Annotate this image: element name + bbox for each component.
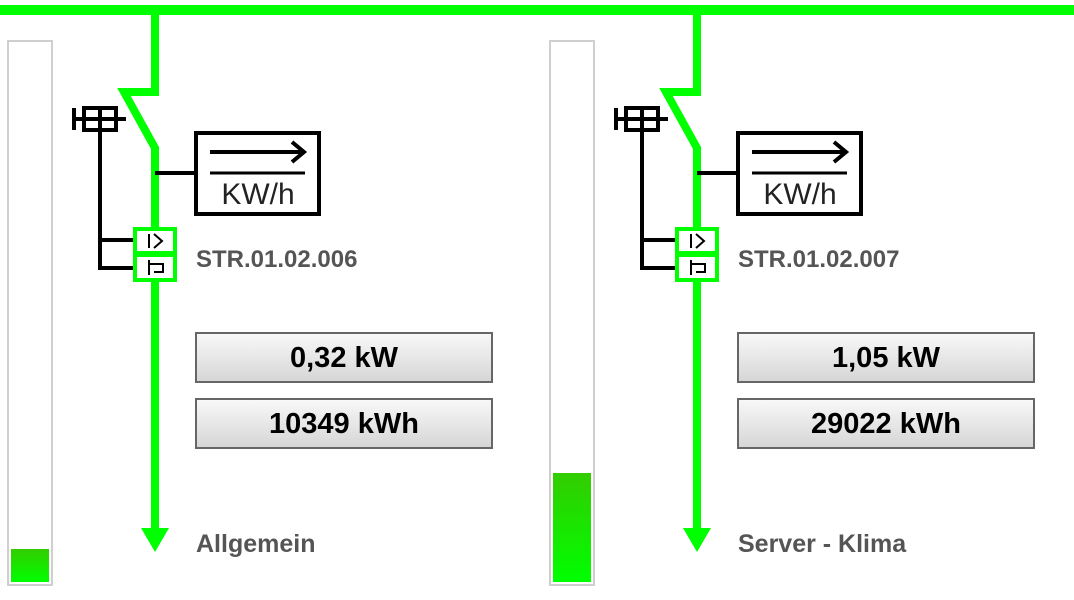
energy-value[interactable]: 10349 kWh: [195, 398, 493, 449]
load-level-fill: [553, 472, 591, 582]
arrow-down-icon: [141, 528, 169, 552]
meter-unit-label: KW/h: [763, 178, 836, 211]
load-level-fill: [11, 548, 49, 582]
protection-relay-icon: [675, 227, 719, 282]
feeder-diagram: KW/h: [72, 10, 321, 552]
load-level-bar: [7, 40, 53, 586]
main-busbar: [0, 5, 1074, 15]
protection-relay-icon: [133, 227, 177, 282]
power-value[interactable]: 0,32 kW: [195, 332, 493, 383]
feeder-name: Allgemein: [196, 530, 316, 558]
meter-box: KW/h: [736, 131, 863, 216]
breaker-grid-icon: [614, 106, 737, 270]
meter-box: KW/h: [194, 131, 321, 216]
feeder-id: STR.01.02.007: [738, 246, 900, 273]
energy-value[interactable]: 29022 kWh: [737, 398, 1035, 449]
arrow-down-icon: [683, 528, 711, 552]
feeder-name: Server - Klima: [738, 530, 907, 558]
feeder-panel[interactable]: KW/h STR.01.02.007 1,05 kW 29022 kWh Ser…: [542, 0, 1074, 600]
feeder-panel[interactable]: KW/h STR.01.02.006 0,32 kW 10349 kWh All…: [0, 0, 542, 600]
feeder-diagram: KW/h: [614, 10, 863, 552]
feeder-id: STR.01.02.006: [196, 246, 358, 273]
breaker-grid-icon: [72, 106, 195, 270]
meter-unit-label: KW/h: [221, 178, 294, 211]
load-level-bar: [549, 40, 595, 586]
power-value[interactable]: 1,05 kW: [737, 332, 1035, 383]
